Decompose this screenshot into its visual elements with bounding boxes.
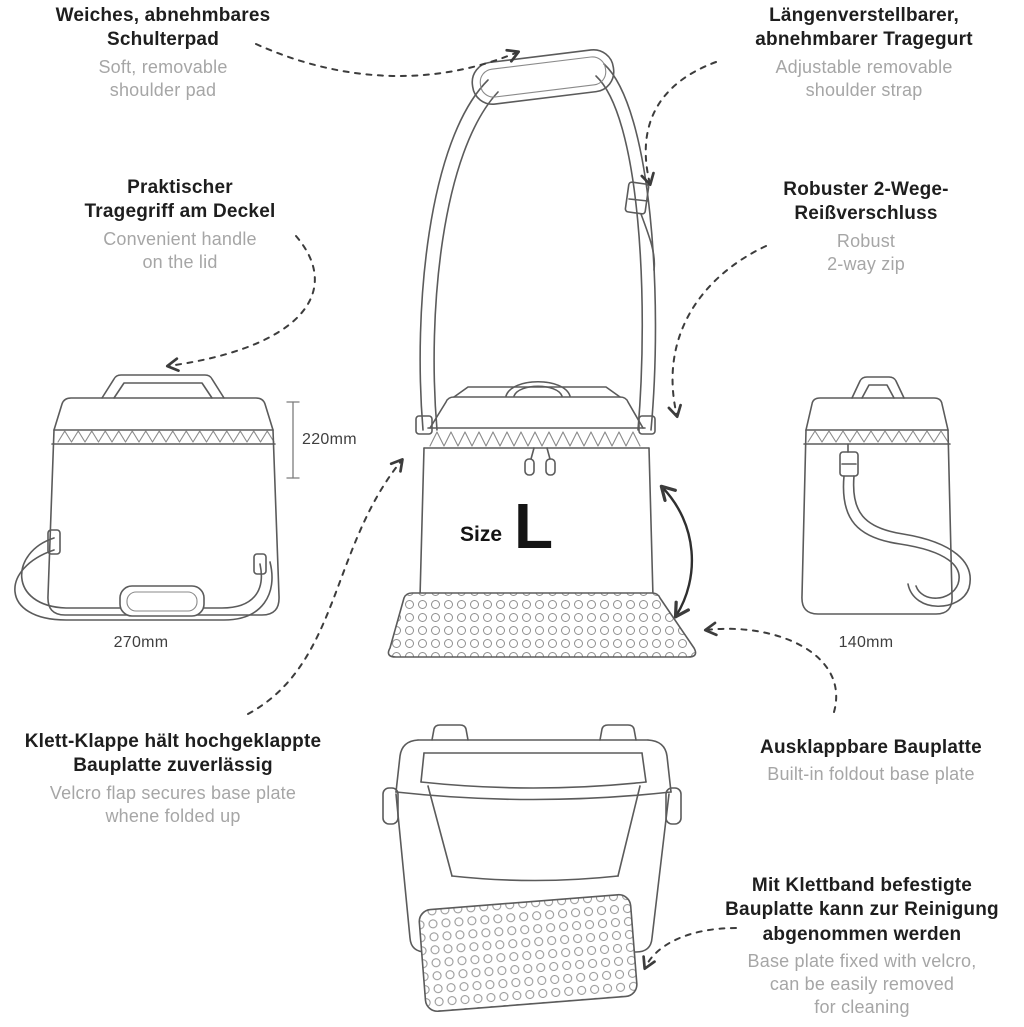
shoulder-pad bbox=[471, 48, 615, 106]
label-strap-de: Längenverstellbarer, abnehmbarer Tragegu… bbox=[755, 5, 973, 51]
main-bag-lid bbox=[429, 380, 644, 429]
label-base-plate-de: Ausklappbare Bauplatte bbox=[760, 737, 982, 758]
size-value: L bbox=[514, 490, 554, 562]
label-removable-plate: Mit Klettband befestigte Bauplatte kann … bbox=[698, 874, 1024, 1019]
main-bag-body bbox=[419, 447, 654, 598]
dimension-height: 220mm bbox=[302, 431, 357, 448]
side-strap-buckle bbox=[839, 443, 859, 477]
removable-base-plate bbox=[418, 893, 638, 1013]
label-velcro-flap-en: Velcro flap secures base plate whene fol… bbox=[49, 782, 297, 826]
two-way-zip bbox=[423, 427, 650, 476]
label-removable-plate-en: Base plate fixed with velcro, can be eas… bbox=[747, 950, 977, 1017]
dimension-width: 270mm bbox=[113, 634, 169, 651]
label-handle-en: Convenient handle on the lid bbox=[103, 228, 257, 272]
arrow-shoulder-pad bbox=[255, 43, 521, 77]
label-velcro-flap-de: Klett-Klappe hält hochgeklappte Bauplatt… bbox=[24, 731, 322, 777]
arrow-strap bbox=[640, 61, 717, 187]
label-strap: Längenverstellbarer, abnehmbarer Tragegu… bbox=[726, 4, 1002, 102]
label-velcro-flap: Klett-Klappe hält hochgeklappte Bauplatt… bbox=[0, 730, 346, 828]
arrow-zip bbox=[667, 245, 767, 419]
label-base-plate: Ausklappbare Bauplatte Built-in foldout … bbox=[722, 736, 1020, 786]
strap-tab-right bbox=[638, 415, 656, 435]
label-handle-de: Praktischer Tragegriff am Deckel bbox=[84, 177, 276, 223]
label-removable-plate-de: Mit Klettband befestigte Bauplatte kann … bbox=[725, 875, 999, 945]
label-base-plate-en: Built-in foldout base plate bbox=[767, 764, 975, 785]
main-bag-drawing bbox=[387, 48, 697, 658]
foldout-base-plate bbox=[387, 592, 697, 658]
shoulder-strap bbox=[415, 48, 657, 435]
arrow-base-plate bbox=[703, 621, 838, 713]
label-strap-en: Adjustable removable shoulder strap bbox=[775, 56, 953, 100]
label-shoulder-pad: Weiches, abnehmbares Schulterpad Soft, r… bbox=[30, 4, 296, 102]
open-bag-drawing bbox=[382, 724, 682, 1013]
label-zip-de: Robuster 2-Wege- Reißverschluss bbox=[783, 179, 949, 225]
arrow-removable-plate bbox=[642, 927, 737, 971]
side-view-drawing bbox=[801, 376, 971, 615]
front-view-drawing bbox=[14, 374, 300, 621]
strap-adjuster-buckle bbox=[624, 181, 656, 271]
size-label: Size bbox=[460, 522, 503, 546]
label-shoulder-pad-de: Weiches, abnehmbares Schulterpad bbox=[55, 5, 271, 51]
height-dimension-line bbox=[286, 401, 300, 479]
label-zip: Robuster 2-Wege- Reißverschluss Robust 2… bbox=[746, 178, 986, 276]
fold-motion-arrow bbox=[659, 484, 694, 619]
dimension-depth: 140mm bbox=[838, 634, 894, 651]
side-hanging-strap bbox=[842, 475, 971, 607]
label-handle: Praktischer Tragegriff am Deckel Conveni… bbox=[58, 176, 302, 274]
strap-tab-left bbox=[415, 415, 433, 435]
size-marking: Size L bbox=[460, 490, 554, 562]
lid-handle bbox=[101, 374, 225, 399]
arrow-handle bbox=[165, 235, 316, 372]
front-view-strap bbox=[14, 529, 273, 621]
label-shoulder-pad-en: Soft, removable shoulder pad bbox=[98, 56, 228, 100]
label-zip-en: Robust 2-way zip bbox=[827, 230, 905, 274]
side-lid-handle bbox=[851, 376, 905, 399]
arrow-velcro-flap bbox=[247, 458, 404, 715]
